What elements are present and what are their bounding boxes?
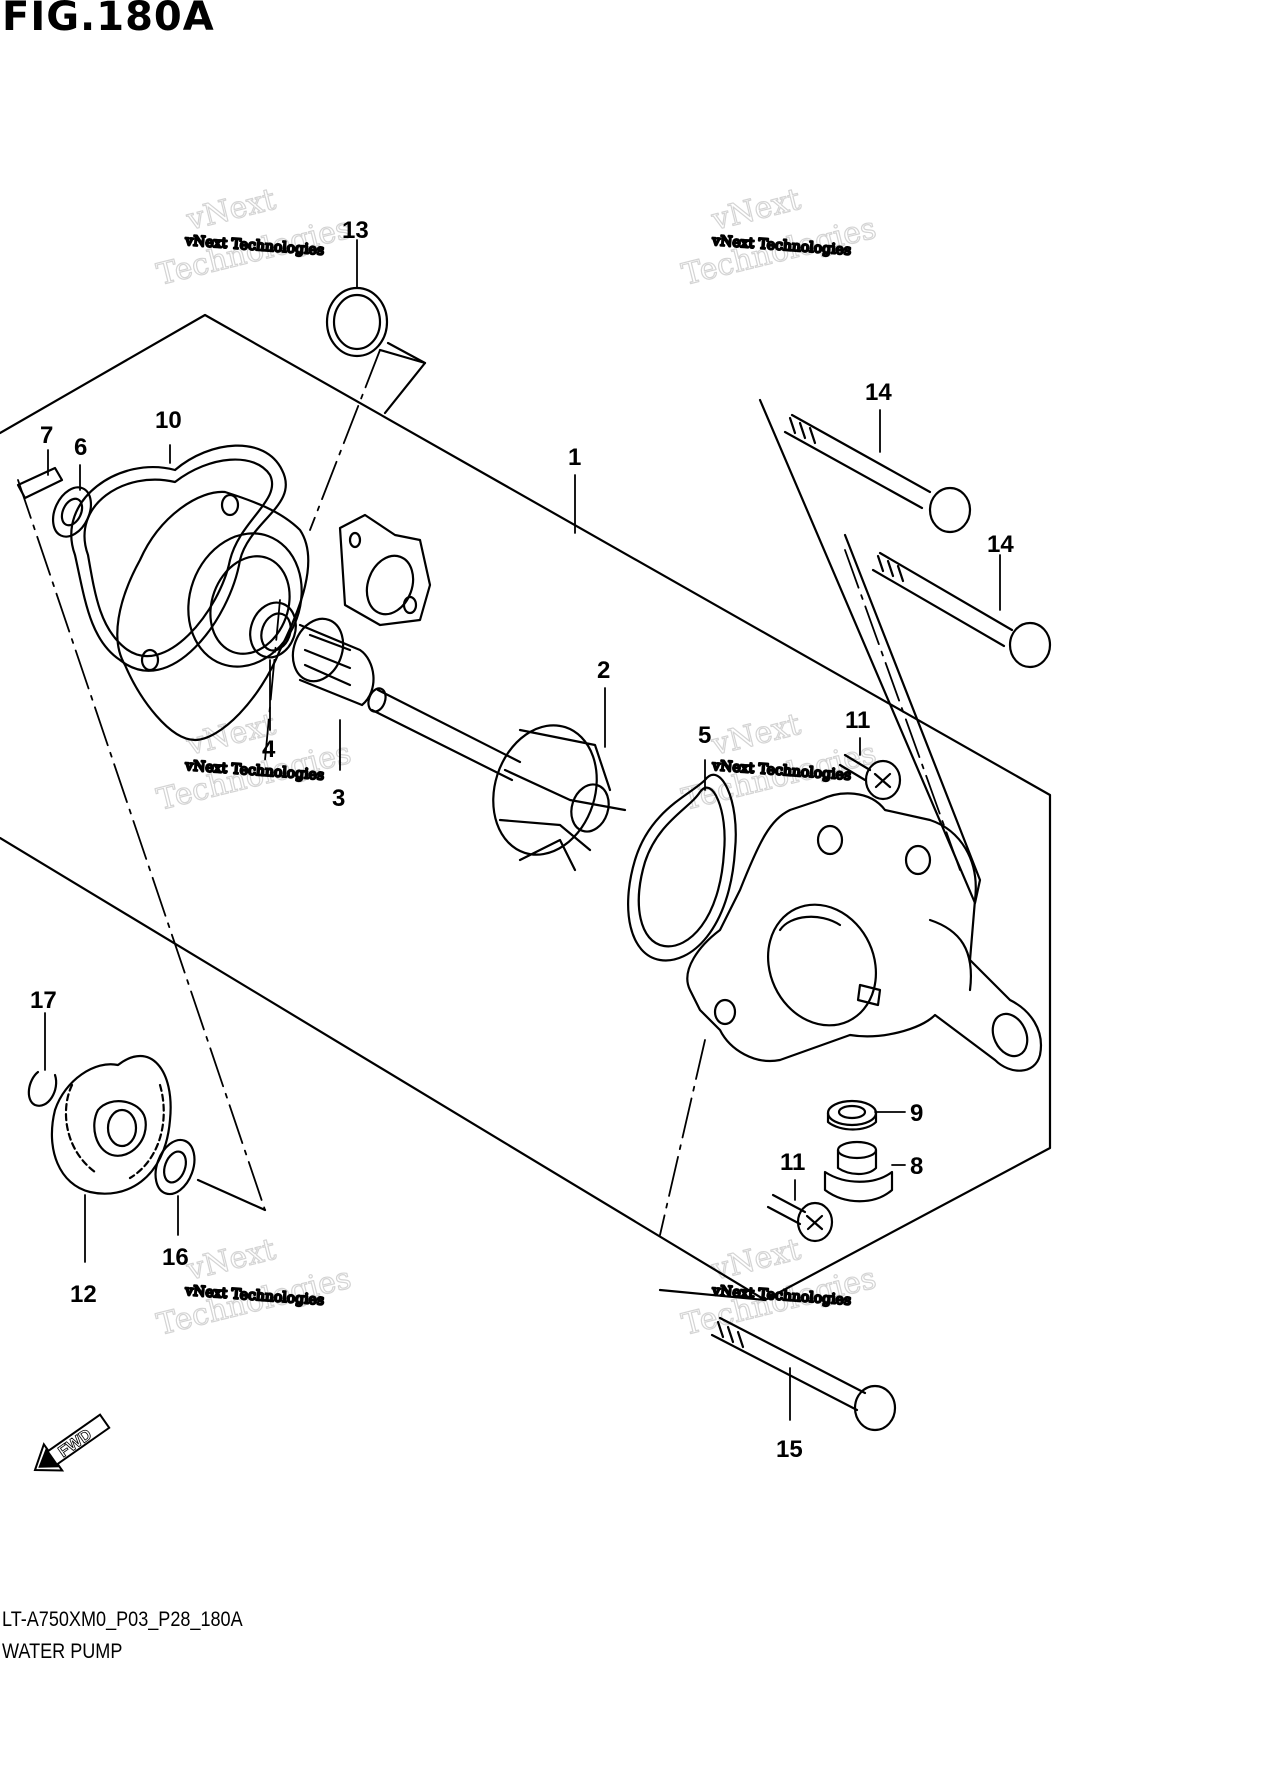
callout-labels: 1 2 3 4 5 6 7 8 9 10 11 11 12 13 14 14 1…	[30, 217, 1014, 1463]
washer-16	[154, 1138, 196, 1196]
callout-16: 16	[162, 1244, 189, 1271]
callout-6: 6	[74, 434, 87, 461]
callout-12: 12	[70, 1281, 97, 1308]
impeller-2	[492, 724, 627, 872]
callout-14-bottom: 14	[987, 531, 1014, 558]
figure-code: LT-A750XM0_P03_P28_180A	[2, 1608, 243, 1631]
figure-name: WATER PUMP	[2, 1640, 123, 1663]
bolt-11-bottom	[766, 1193, 834, 1243]
callout-8: 8	[910, 1153, 923, 1180]
callout-17: 17	[30, 987, 57, 1014]
o-ring-13	[325, 286, 389, 358]
bolt-15	[710, 1316, 897, 1432]
callout-14-top: 14	[865, 379, 892, 406]
callout-11-bottom: 11	[780, 1149, 805, 1176]
callout-15: 15	[776, 1436, 803, 1463]
svg-text:vNext: vNext	[182, 1232, 279, 1288]
bolt-14-top	[783, 413, 972, 534]
figure-title: FIG.180A	[2, 0, 215, 40]
bolt-11-top	[838, 753, 902, 801]
gasket-10	[70, 444, 287, 672]
leader-lines	[44, 239, 1001, 1421]
pump-housing-plate	[116, 490, 432, 742]
pump-shaft	[367, 687, 522, 782]
mechanical-seal-3	[291, 617, 375, 707]
o-ring-5	[627, 773, 737, 962]
callout-11-top: 11	[845, 707, 870, 734]
callout-1: 1	[568, 444, 581, 471]
callout-2: 2	[597, 657, 610, 684]
callout-7: 7	[40, 422, 53, 449]
pump-cover	[686, 792, 1043, 1072]
pin-7	[16, 466, 64, 500]
svg-text:vNext: vNext	[707, 182, 804, 238]
callout-9: 9	[910, 1100, 923, 1127]
drain-bolt-8	[823, 1140, 894, 1203]
oil-seal-4	[249, 601, 297, 659]
gear-12	[50, 1054, 172, 1195]
callout-4: 4	[262, 736, 276, 763]
callout-10: 10	[155, 407, 182, 434]
callout-5: 5	[698, 722, 711, 749]
fwd-arrow: FWD	[33, 1413, 111, 1472]
callout-13: 13	[342, 217, 369, 244]
svg-text:vNext: vNext	[182, 182, 279, 238]
washer-9	[826, 1099, 878, 1131]
assembly-frame	[0, 313, 1052, 1302]
bolt-14-bracket	[758, 398, 982, 905]
callout-3: 3	[332, 785, 345, 812]
svg-text:vNext: vNext	[707, 1232, 804, 1288]
circlip-17	[27, 1070, 58, 1107]
alignment-lines	[17, 349, 961, 1236]
svg-text:vNext: vNext	[707, 707, 804, 763]
bolt-14-bottom	[871, 551, 1052, 669]
